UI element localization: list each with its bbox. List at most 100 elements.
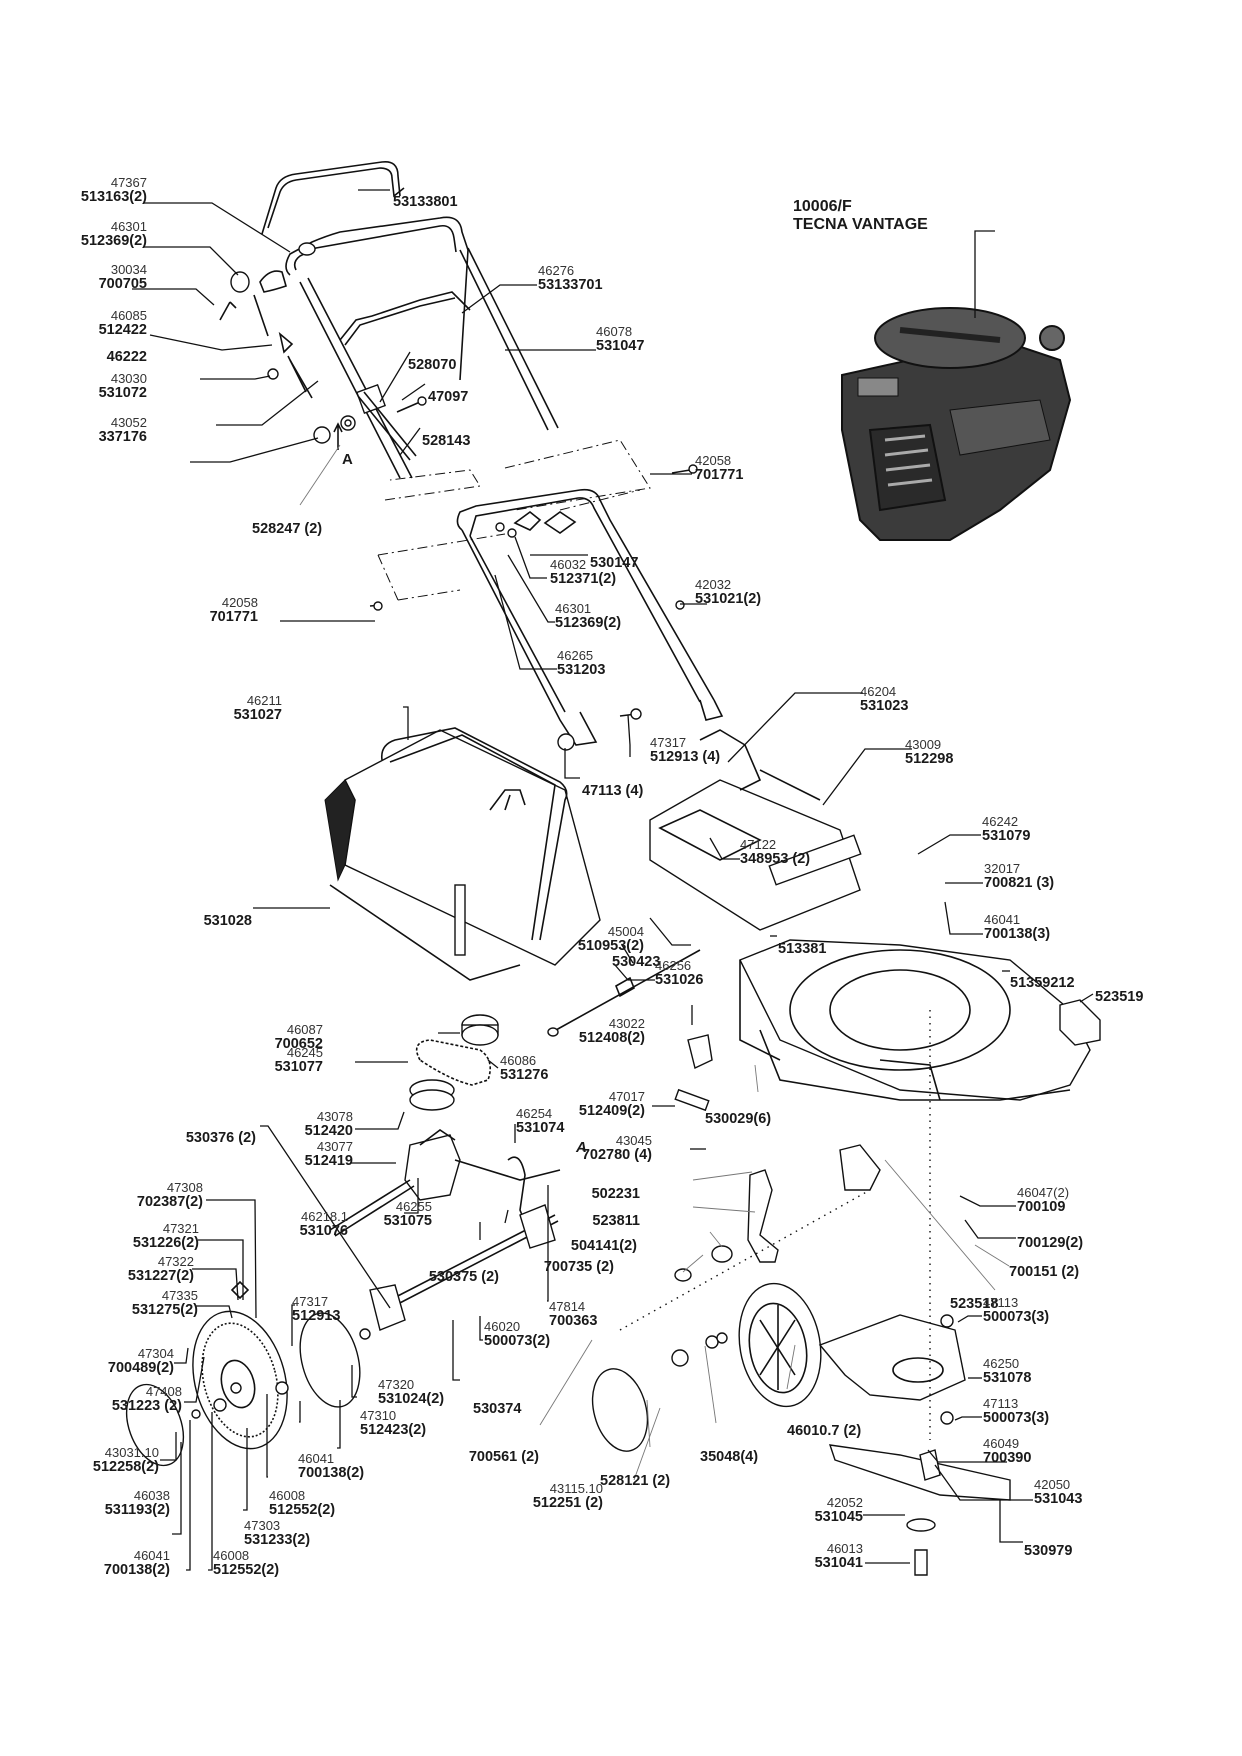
part-number: 531079 xyxy=(982,827,1031,844)
callout-c33: 513381 xyxy=(778,941,826,957)
rear-axle xyxy=(369,1204,559,1331)
part-number: 531223 (2) xyxy=(111,1397,182,1414)
part-number: 531024(2) xyxy=(378,1390,445,1407)
part-number: 47113 (4) xyxy=(582,783,644,799)
part-number: 700561 (2) xyxy=(468,1449,539,1465)
callout-c44: 530376 (2) xyxy=(186,1130,256,1146)
part-number: 531043 xyxy=(1034,1490,1083,1507)
part-number: 531275(2) xyxy=(131,1301,198,1318)
part-number: 700363 xyxy=(549,1312,598,1329)
part-number: 531203 xyxy=(557,661,606,678)
part-number: 531074 xyxy=(516,1119,565,1136)
part-number: 528143 xyxy=(422,433,471,449)
part-number: 512913 (4) xyxy=(650,748,721,765)
ref-number: 42052 xyxy=(826,1495,863,1510)
pivot-rod xyxy=(547,949,713,1112)
ref-number: 47308 xyxy=(166,1180,203,1195)
ref-number: 46254 xyxy=(516,1106,553,1121)
callout-c54: 700129(2) xyxy=(1017,1235,1083,1251)
part-number: 512913 xyxy=(292,1307,341,1324)
callout-c12: 528143 xyxy=(422,433,471,449)
rear-wheel xyxy=(125,1280,371,1467)
ref-number: 42032 xyxy=(695,577,732,592)
callout-c34: 51359212 xyxy=(1010,975,1075,991)
marker-a-bottom: A xyxy=(576,1139,587,1156)
ref-number: 47317 xyxy=(292,1294,329,1309)
part-number: 512251 (2) xyxy=(532,1494,603,1511)
part-number: 500073(2) xyxy=(484,1332,551,1349)
ref-number: 46265 xyxy=(557,648,594,663)
callout-c02: 53133801 xyxy=(393,194,458,210)
part-number: 531045 xyxy=(814,1508,863,1525)
part-number: 531078 xyxy=(983,1369,1032,1386)
ref-number: 47814 xyxy=(549,1299,586,1314)
part-number: 504141(2) xyxy=(570,1238,637,1254)
part-number: 528121 (2) xyxy=(600,1473,671,1489)
part-number: 512552(2) xyxy=(213,1561,280,1578)
grass-catcher xyxy=(324,727,601,981)
ref-number: 43031.10 xyxy=(104,1445,159,1460)
marker-a-top: A xyxy=(342,451,353,468)
part-number: 53133701 xyxy=(538,276,603,293)
ref-number: 47321 xyxy=(162,1221,199,1236)
callout-c56: 523518 xyxy=(950,1296,998,1312)
part-number: 700138(3) xyxy=(984,925,1051,942)
ref-number: 42058 xyxy=(221,595,258,610)
ref-number: 42050 xyxy=(1034,1477,1071,1492)
part-number: 531076 xyxy=(299,1222,348,1239)
ref-number: 46255 xyxy=(395,1199,432,1214)
part-number: 528247 (2) xyxy=(252,521,323,537)
ref-number: 46204 xyxy=(860,684,897,699)
part-number: 700390 xyxy=(983,1449,1032,1466)
ref-number: 46032 xyxy=(550,557,587,572)
ref-number: 46008 xyxy=(269,1488,306,1503)
leader-lines xyxy=(132,189,1094,1571)
engine-name: TECNA VANTAGE xyxy=(793,216,928,234)
part-number: 530029(6) xyxy=(705,1111,772,1127)
ref-number: 46301 xyxy=(110,219,147,234)
ref-number: 46041 xyxy=(984,912,1021,927)
part-number: 531233(2) xyxy=(244,1531,311,1548)
part-number: 51359212 xyxy=(1010,975,1075,991)
ref-number: 46041 xyxy=(133,1548,170,1563)
ref-number: 47113 xyxy=(983,1295,1019,1310)
ref-number: 46211 xyxy=(246,693,282,708)
part-number: 700705 xyxy=(98,275,147,292)
part-number: 700151 (2) xyxy=(1009,1264,1080,1280)
ref-number: 47335 xyxy=(161,1288,198,1303)
gearbox xyxy=(329,1129,561,1237)
ref-number: 43022 xyxy=(608,1016,645,1031)
callout-c11: 47097 xyxy=(428,389,468,405)
part-number: 46010.7 (2) xyxy=(787,1423,862,1439)
part-number: 512420 xyxy=(304,1122,353,1139)
part-number: 348953 (2) xyxy=(740,850,811,867)
part-number: 701771 xyxy=(209,608,258,625)
callout-c51: 504141(2) xyxy=(570,1238,637,1254)
ref-number: 43115.10 xyxy=(549,1481,603,1496)
engine xyxy=(841,307,1072,541)
callout-c82: 46010.7 (2) xyxy=(787,1423,862,1439)
part-number: 528070 xyxy=(408,357,457,373)
